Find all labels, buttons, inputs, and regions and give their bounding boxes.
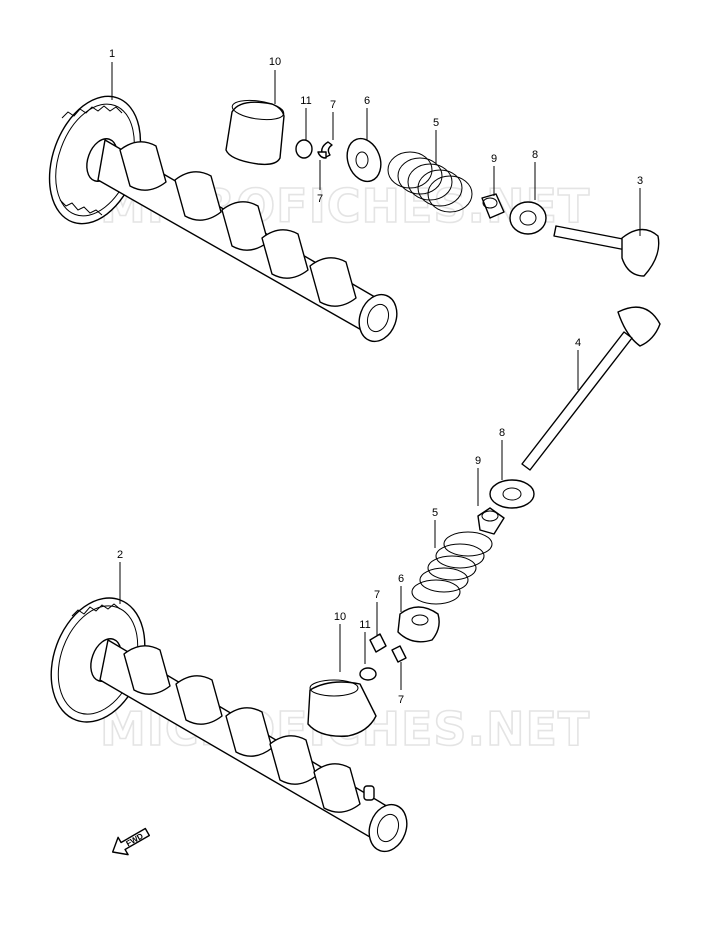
label-retainer-top: 6 [364,95,370,107]
label-valve-top: 3 [637,175,643,187]
valve-bottom [521,306,661,471]
label-shim-bottom: 11 [359,619,370,631]
tappet-bottom [307,679,377,737]
shim-bottom [359,667,377,681]
spring-bottom [411,531,493,605]
label-seal-top: 9 [491,153,497,165]
cotter-bottom-2 [391,645,407,663]
label-cotter-top-b: 7 [317,193,323,205]
valve-seal-bottom [477,507,505,535]
label-tappet-top: 10 [269,56,281,68]
label-cotter-top-a: 7 [330,99,336,111]
label-valve-bottom: 4 [575,337,581,349]
fwd-arrow-icon: FWD [111,827,151,856]
label-retainer-bottom: 6 [398,573,404,585]
valve-seal-top [481,193,505,219]
label-seat-top: 8 [532,149,538,161]
label-cotter-bottom-b: 7 [398,694,404,706]
label-seal-bottom: 9 [475,455,481,467]
label-tappet-bottom: 10 [334,611,346,623]
spring-seat-top [509,201,547,235]
label-seat-bottom: 8 [499,427,505,439]
retainer-top [346,137,382,183]
label-shim-top: 11 [300,95,311,107]
valve-top [553,225,660,277]
shim-top [295,139,313,159]
spring-top [387,151,473,213]
camshaft-top [48,95,398,343]
retainer-bottom [397,606,440,643]
camshaft-bottom [50,597,408,853]
label-cam-top: 1 [109,48,115,60]
cotter-top-2 [317,151,327,159]
tappet-top [225,99,285,166]
spring-seat-bottom [489,479,535,509]
label-cam-bottom: 2 [117,549,123,561]
label-spring-top: 5 [433,117,439,129]
cotter-bottom [369,633,387,653]
label-spring-bottom: 5 [432,507,438,519]
label-cotter-bottom-a: 7 [374,589,380,601]
